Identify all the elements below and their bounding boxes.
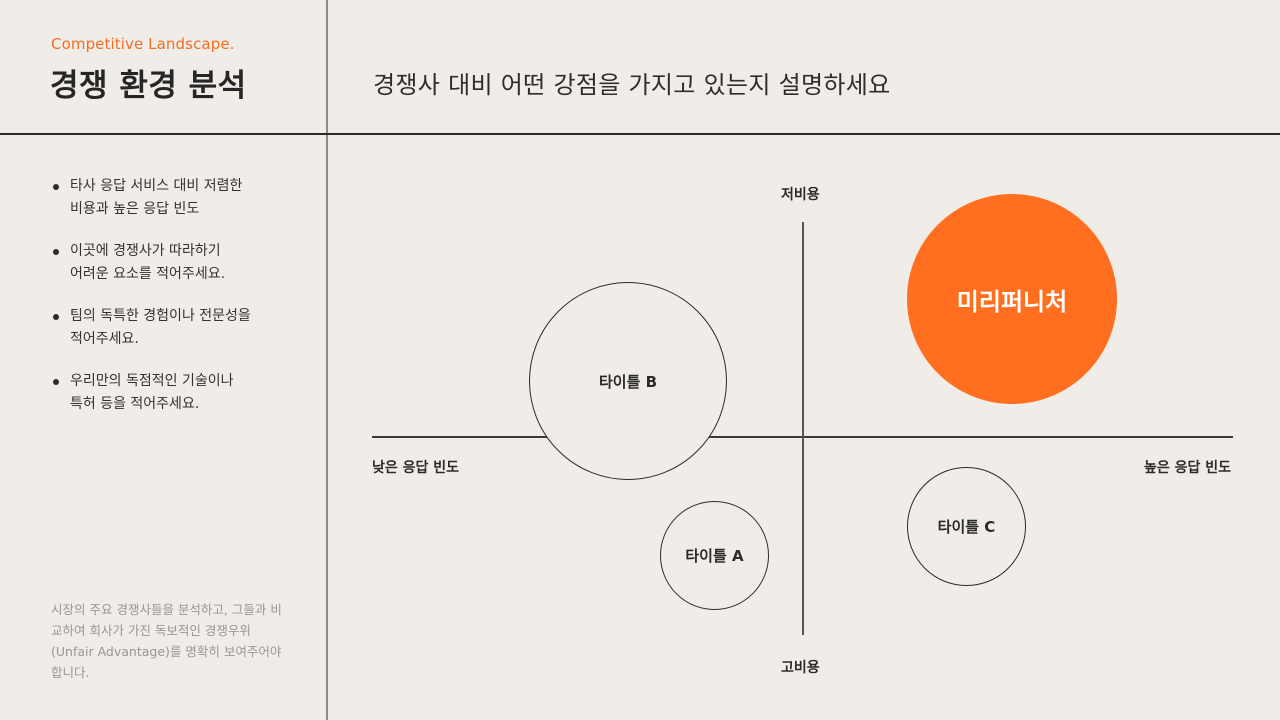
page-subtitle: 경쟁사 대비 어떤 강점을 가지고 있는지 설명하세요 <box>373 71 891 99</box>
footnote: 시장의 주요 경쟁사들을 분석하고, 그들과 비교하여 회사가 가진 독보적인 … <box>51 602 282 680</box>
list-item: 타사 응답 서비스 대비 저렴한 비용과 높은 응답 빈도 <box>52 175 302 221</box>
list-item-line: 팀의 독특한 경험이나 전문성을 <box>70 308 251 324</box>
bullet-icon <box>53 379 59 385</box>
strength-list: 타사 응답 서비스 대비 저렴한 비용과 높은 응답 빈도 이곳에 경쟁사가 따… <box>52 175 302 435</box>
bullet-icon <box>53 314 59 320</box>
bullet-icon <box>53 249 59 255</box>
horizontal-divider <box>0 133 1280 135</box>
list-item: 이곳에 경쟁사가 따라하기 어려운 요소를 적어주세요. <box>52 240 302 286</box>
bubble-label: 타이틀 C <box>937 518 996 536</box>
axis-label-top: 저비용 <box>781 187 820 203</box>
list-item-line: 적어주세요. <box>70 331 139 347</box>
bubble-label: 미리퍼니처 <box>956 287 1068 316</box>
bubble-title-b: 타이틀 B <box>529 282 727 480</box>
bubble-label: 타이틀 A <box>685 547 744 565</box>
axis-label-bottom: 고비용 <box>781 660 820 676</box>
bubble-label: 타이틀 B <box>598 372 658 391</box>
y-axis <box>802 222 804 635</box>
list-item-line: 특허 등을 적어주세요. <box>70 396 200 412</box>
bubble-title-a: 타이틀 A <box>660 501 769 610</box>
list-item: 팀의 독특한 경험이나 전문성을 적어주세요. <box>52 305 302 351</box>
axis-label-left: 낮은 응답 빈도 <box>372 460 460 476</box>
axis-label-right: 높은 응답 빈도 <box>1144 460 1232 476</box>
bubble-our-company: 미리퍼니처 <box>907 194 1117 404</box>
page-title: 경쟁 환경 분석 <box>50 68 247 104</box>
list-item-line: 우리만의 독점적인 기술이나 <box>70 373 234 389</box>
list-item-line: 타사 응답 서비스 대비 저렴한 <box>70 178 243 194</box>
bullet-icon <box>53 184 59 190</box>
list-item: 우리만의 독점적인 기술이나 특허 등을 적어주세요. <box>52 370 302 416</box>
list-item-line: 이곳에 경쟁사가 따라하기 <box>70 243 221 259</box>
vertical-divider <box>326 0 328 720</box>
list-item-line: 비용과 높은 응답 빈도 <box>70 201 200 217</box>
section-eyebrow: Competitive Landscape. <box>51 35 235 53</box>
bubble-title-c: 타이틀 C <box>907 467 1026 586</box>
list-item-line: 어려운 요소를 적어주세요. <box>70 266 226 282</box>
